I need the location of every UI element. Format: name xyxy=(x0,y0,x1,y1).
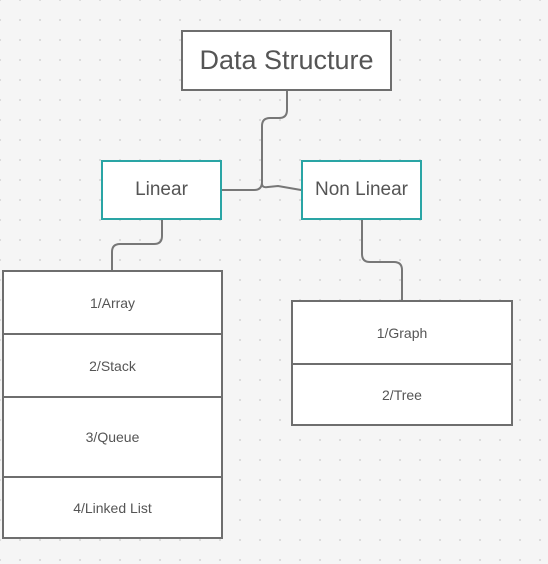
linear-items-list: 1/Array 2/Stack 3/Queue 4/Linked List xyxy=(2,270,223,539)
connector-root-to-linear xyxy=(221,90,288,191)
root-node-data-structure[interactable]: Data Structure xyxy=(181,30,392,91)
list-item[interactable]: 1/Graph xyxy=(293,302,511,365)
connector-nonlinear-to-list xyxy=(361,219,403,301)
category-node-non-linear[interactable]: Non Linear xyxy=(301,160,422,220)
root-node-label: Data Structure xyxy=(199,45,374,75)
list-item[interactable]: 4/Linked List xyxy=(4,478,221,537)
list-item[interactable]: 3/Queue xyxy=(4,398,221,478)
category-node-label: Non Linear xyxy=(315,179,408,200)
list-item-label: 2/Tree xyxy=(382,386,422,403)
list-item-label: 2/Stack xyxy=(89,357,136,374)
non-linear-items-list: 1/Graph 2/Tree xyxy=(291,300,513,426)
connector-root-to-nonlinear xyxy=(261,183,302,191)
list-item-label: 1/Array xyxy=(89,294,136,311)
list-item-label: 4/Linked List xyxy=(73,499,152,516)
list-item-label: 1/Graph xyxy=(376,324,428,341)
category-node-linear[interactable]: Linear xyxy=(101,160,222,220)
list-item[interactable]: 2/Tree xyxy=(293,365,511,424)
connector-linear-to-list xyxy=(111,219,163,271)
list-item[interactable]: 1/Array xyxy=(4,272,221,335)
list-item[interactable]: 2/Stack xyxy=(4,335,221,398)
category-node-label: Linear xyxy=(135,179,188,200)
list-item-label: 3/Queue xyxy=(85,429,140,445)
